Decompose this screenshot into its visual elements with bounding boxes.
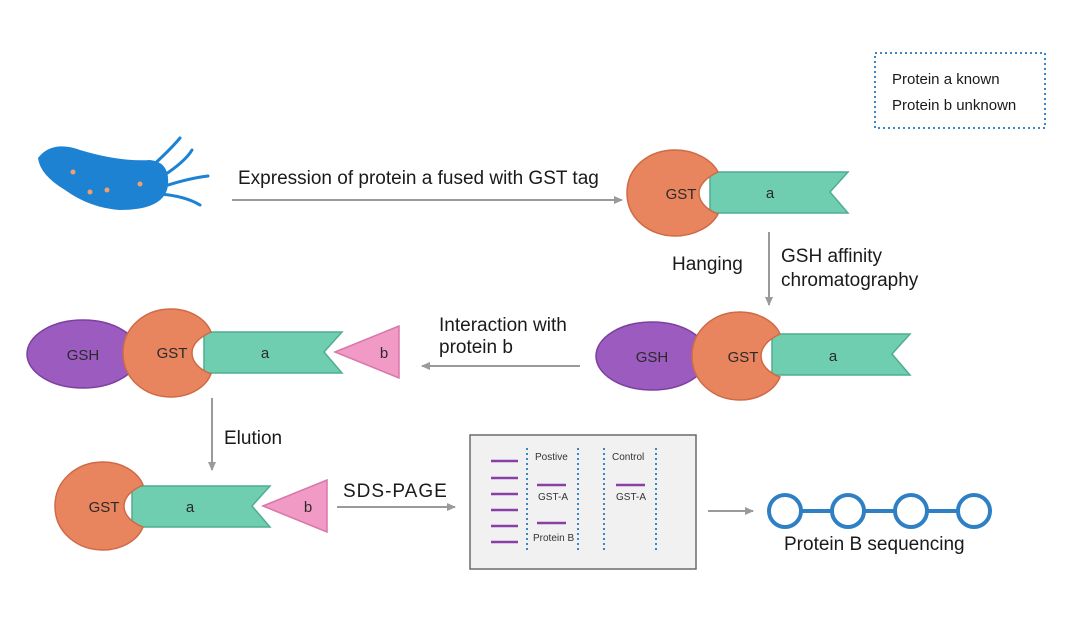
marker-ladder (491, 459, 518, 544)
interaction-label-2: protein b (439, 337, 513, 358)
gsh-gst-a-b-complex: GSH GST a b (26, 308, 400, 398)
protein-a-shape (203, 331, 344, 374)
gst-label: GST (89, 499, 120, 516)
hanging-label: Hanging (672, 254, 743, 275)
a-label: a (829, 348, 838, 365)
interaction-label-1: Interaction with (439, 315, 567, 336)
b-label: b (304, 499, 312, 516)
a-label: a (766, 185, 775, 202)
gel-protein-b-label: Protein B (533, 533, 574, 544)
expression-label: Expression of protein a fused with GST t… (238, 168, 599, 189)
legend-box: Protein a known Protein b unknown (874, 52, 1046, 129)
gst-shape (626, 149, 720, 237)
gst-label: GST (157, 345, 188, 362)
protein-b-shape (333, 324, 400, 380)
gst-shape (122, 308, 212, 398)
protein-a-shape (771, 333, 912, 376)
gsh-label: GSH (67, 347, 100, 364)
gsh-affinity-label-2: chromatography (781, 270, 919, 291)
sequencing-label: Protein B sequencing (784, 534, 965, 555)
gst-shape (691, 311, 781, 401)
protein-a-shape (709, 171, 850, 214)
elution-label: Elution (224, 428, 282, 449)
b-label: b (380, 345, 388, 362)
protein-b-bead-chain-icon (767, 493, 992, 529)
sds-page-label: SDS-PAGE (343, 481, 448, 502)
a-label: a (261, 345, 270, 362)
a-label: a (186, 499, 195, 516)
gst-label: GST (728, 349, 759, 366)
gel-positive-label: Postive (535, 452, 568, 463)
legend-protein-a: Protein a known (892, 71, 1000, 88)
gst-a-complex-top: GST a (626, 149, 850, 237)
gel-gst-a-control-label: GST-A (616, 492, 646, 503)
gsh-affinity-label-1: GSH affinity (781, 246, 883, 267)
gst-shape (54, 461, 144, 551)
protein-b-shape (261, 478, 328, 534)
gsh-label: GSH (636, 349, 669, 366)
sds-page-gel: Postive Control GST-A GST-A Protein B (469, 434, 697, 570)
gel-control-label: Control (612, 452, 644, 463)
gel-gst-a-label: GST-A (538, 492, 568, 503)
gst-label: GST (666, 186, 697, 203)
gsh-gst-a-complex: GSH GST a (595, 311, 912, 401)
gst-a-b-complex: GST a b (54, 461, 328, 551)
bacterium-icon (38, 136, 210, 210)
legend-protein-b: Protein b unknown (892, 97, 1016, 114)
protein-a-shape (131, 485, 272, 528)
